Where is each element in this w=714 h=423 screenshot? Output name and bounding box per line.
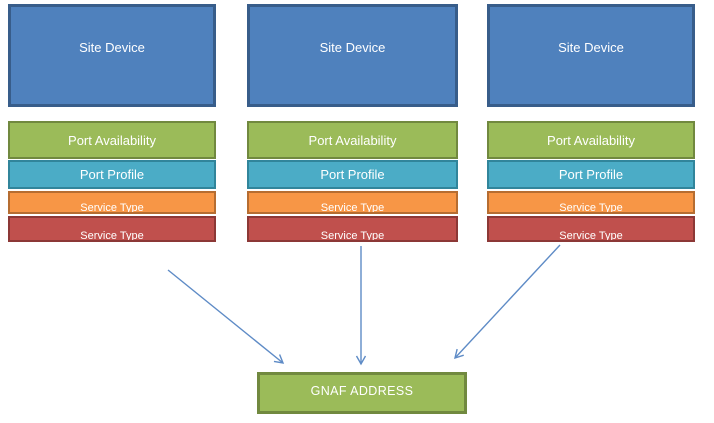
service-type-label: Service Type — [559, 230, 623, 242]
gnaf-address-box: GNAF ADDRESS — [257, 372, 467, 414]
site-device-box: Site Device — [8, 4, 216, 107]
site-device-box: Site Device — [247, 4, 458, 107]
service-type-label: Service Type — [80, 202, 144, 214]
service-type-box-red: Service Type — [8, 216, 216, 242]
port-profile-box: Port Profile — [247, 160, 458, 189]
service-type-label: Service Type — [559, 202, 623, 214]
service-type-box-red: Service Type — [487, 216, 695, 242]
service-type-box-orange: Service Type — [487, 191, 695, 214]
service-type-label: Service Type — [320, 202, 385, 214]
port-profile-box: Port Profile — [8, 160, 216, 189]
port-availability-box: Port Availability — [8, 121, 216, 159]
service-type-label: Service Type — [320, 230, 385, 242]
service-type-box-orange: Service Type — [247, 191, 458, 214]
site-device-stack-3: Site Device Port Availability Port Profi… — [487, 0, 695, 423]
port-profile-box: Port Profile — [487, 160, 695, 189]
port-availability-box: Port Availability — [487, 121, 695, 159]
site-device-stack-2: Site Device Port Availability Port Profi… — [247, 0, 458, 423]
site-device-stack-1: Site Device Port Availability Port Profi… — [8, 0, 216, 423]
service-type-box-red: Service Type — [247, 216, 458, 242]
port-availability-box: Port Availability — [247, 121, 458, 159]
site-device-box: Site Device — [487, 4, 695, 107]
service-type-label: Service Type — [80, 230, 144, 242]
service-type-box-orange: Service Type — [8, 191, 216, 214]
